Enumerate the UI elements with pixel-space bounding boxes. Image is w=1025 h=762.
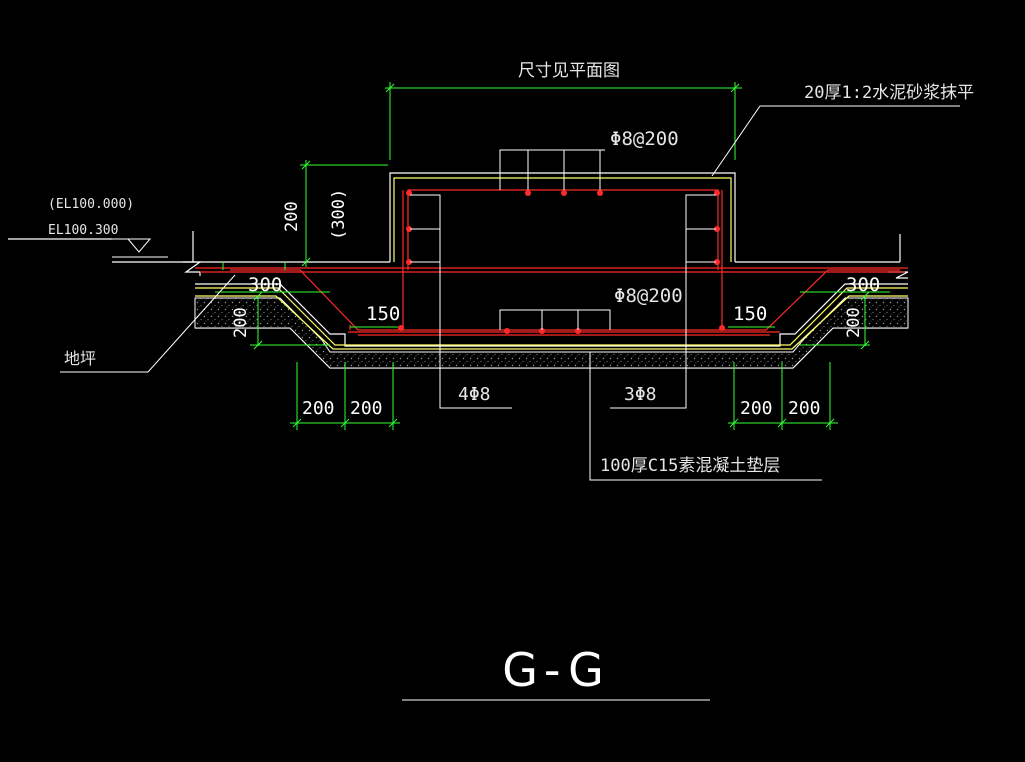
bottom-right-dim-a: 200 [740,398,773,419]
rebar-ticks [410,149,716,330]
bars-left-label: 4Φ8 [458,384,491,405]
finish-layer [195,177,908,350]
left-300-dim: 300 [248,274,282,296]
right-300-dim: 300 [846,274,880,296]
concrete-outline [8,172,909,369]
rebar-cage [195,189,908,336]
left-150-dim: 150 [366,303,400,325]
right-200-vertical-dim: 200 [844,307,864,338]
mortar-label: 20厚1:2水泥砂浆抹平 [804,83,974,103]
ground-label: 地坪 [64,349,96,368]
bars-right-label: 3Φ8 [624,384,657,405]
rebar-dots [398,190,725,334]
curb-height-alt-dim: (300) [329,189,349,240]
section-title: G-G [502,643,610,697]
dimension-lines [215,82,890,430]
right-150-dim: 150 [733,303,767,325]
left-200-vertical-dim: 200 [231,307,251,338]
plan-ref-label: 尺寸见平面图 [518,61,620,81]
cushion-layer [194,297,909,369]
bottom-right-dim-b: 200 [788,398,821,419]
rebar-top-label: Φ8@200 [610,128,679,150]
bottom-left-dim-b: 200 [350,398,383,419]
elevation-level-label: EL100.300 [48,223,118,238]
cushion-label: 100厚C15素混凝土垫层 [600,456,780,476]
bottom-left-dim-a: 200 [302,398,335,419]
rebar-bottom-label: Φ8@200 [614,285,683,307]
curb-height-dim: 200 [282,201,302,232]
elevation-bracket-label: (EL100.000) [48,197,134,212]
leader-lines [8,105,960,701]
